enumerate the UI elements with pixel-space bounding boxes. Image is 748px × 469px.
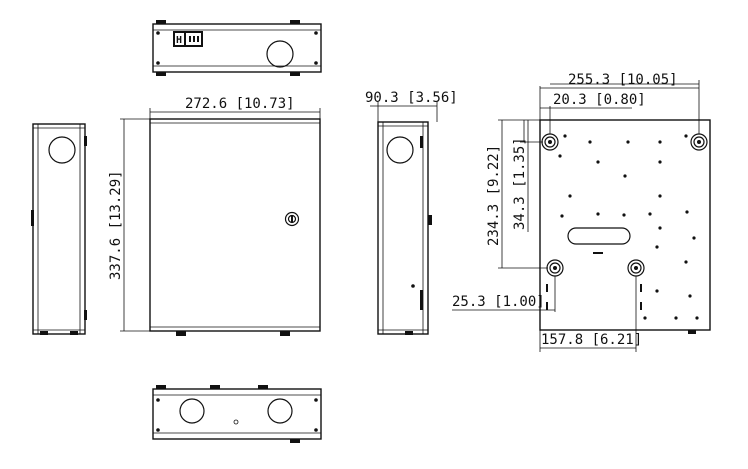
front-view: 272.6 [10.73] 337.6 [13.29] — [108, 96, 321, 336]
back-vertical-offset-label: 34.3 [1.35] — [512, 137, 528, 230]
back-bottom-span-label: 157.8 [6.21] — [541, 332, 642, 348]
bottom-view-outline — [152, 388, 322, 440]
back-slots — [546, 284, 642, 310]
back-hole-span-label: 255.3 [10.05] — [568, 72, 678, 88]
front-width-label: 272.6 [10.73] — [185, 96, 295, 112]
top-knockout-hole — [266, 40, 294, 68]
bottom-knockout-left — [179, 398, 205, 424]
side-depth-label: 90.3 [3.56] — [365, 90, 458, 106]
power-inlet-icon: H — [173, 31, 203, 47]
left-knockout-hole — [48, 136, 76, 164]
back-panel-outline — [539, 119, 711, 331]
back-hole-offset-label: 20.3 [0.80] — [553, 92, 646, 108]
top-view: H — [152, 20, 322, 76]
back-view: 255.3 [10.05] 20.3 [0.80] 234.3 [9.22] 3… — [452, 72, 711, 352]
right-knockout-hole — [386, 136, 414, 164]
back-bottom-offset-label: 25.3 [1.00] — [452, 294, 545, 310]
front-height-label: 337.6 [13.29] — [108, 170, 124, 280]
bottom-knockout-right — [267, 398, 293, 424]
right-side-outline — [377, 121, 429, 335]
left-side-view — [31, 123, 87, 335]
bottom-view — [152, 385, 322, 443]
door-lock-icon — [284, 211, 300, 227]
back-small-holes — [558, 134, 699, 320]
connector-label: H — [176, 35, 182, 46]
right-side-view: 90.3 [3.56] — [365, 90, 458, 335]
left-side-outline — [32, 123, 86, 335]
cable-slot — [567, 227, 631, 245]
back-vertical-span-label: 234.3 [9.22] — [486, 145, 502, 246]
